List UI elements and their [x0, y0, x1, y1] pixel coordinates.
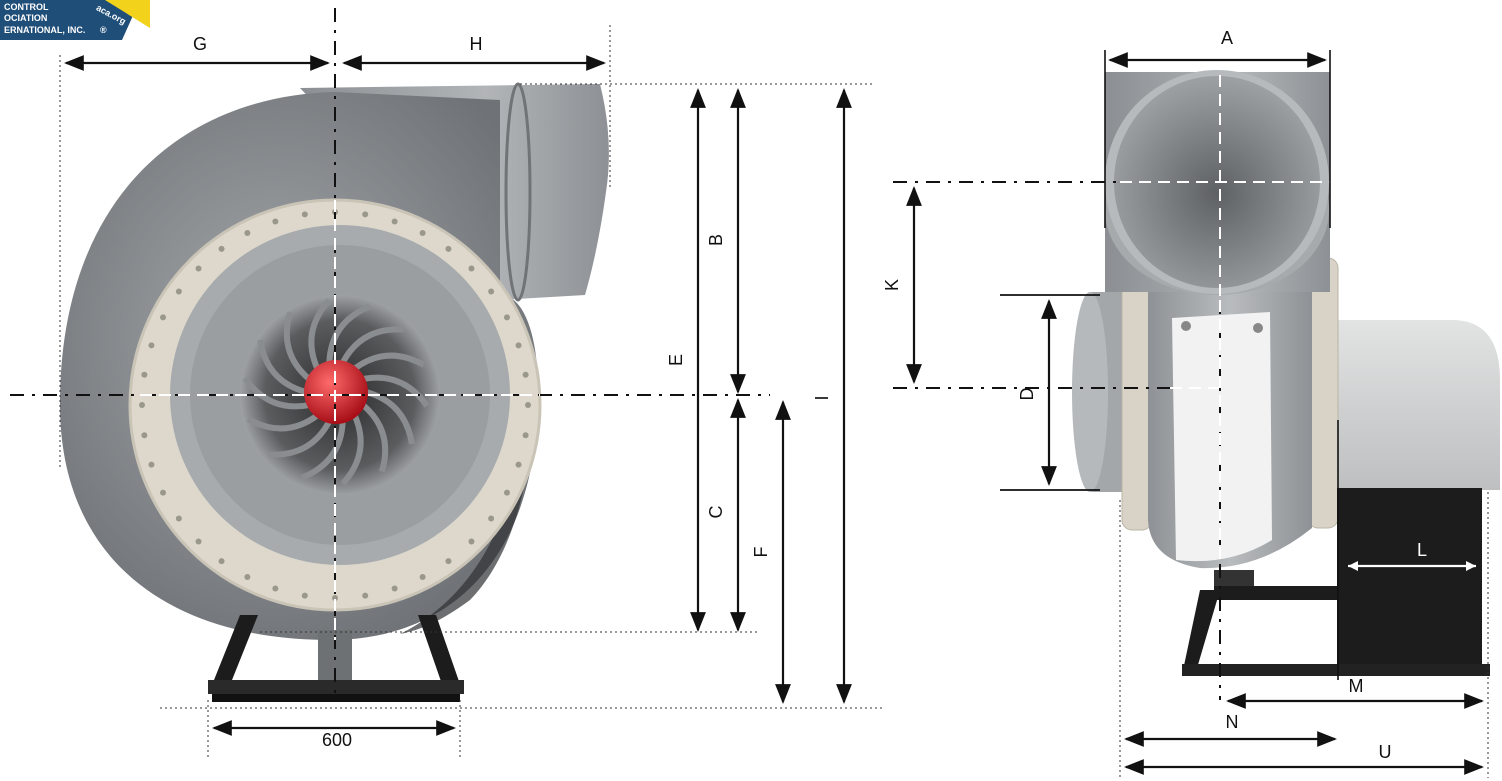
label-E: E — [666, 354, 686, 366]
logo: CONTROL OCIATION ERNATIONAL, INC. aca.or… — [0, 0, 150, 40]
logo-line2: OCIATION — [4, 13, 47, 23]
bolt — [488, 515, 495, 522]
bolt — [391, 585, 398, 592]
bolt — [148, 461, 155, 468]
logo-line1: CONTROL — [4, 2, 49, 12]
dimension-I: I — [812, 88, 852, 704]
bolt — [522, 432, 529, 439]
bolt — [468, 265, 475, 272]
bolt — [139, 402, 145, 408]
bolt — [160, 489, 167, 496]
label-L: L — [1417, 540, 1427, 560]
label-U: U — [1379, 742, 1392, 762]
dimension-B: B — [706, 88, 746, 394]
bolt — [503, 314, 510, 321]
dimension-D: D — [1017, 299, 1057, 486]
bolt — [175, 288, 182, 295]
label-C: C — [706, 506, 726, 519]
bolt — [515, 461, 522, 468]
impeller-blade — [268, 419, 332, 458]
bolt — [160, 314, 167, 321]
bolt — [522, 371, 529, 378]
impeller-blade — [246, 412, 320, 432]
bolt — [244, 230, 251, 237]
impeller-blade — [340, 326, 404, 365]
bolt — [332, 595, 338, 601]
label-B: B — [706, 234, 726, 246]
impeller-blade — [283, 311, 311, 382]
dimension-base-width: 600 — [212, 720, 456, 750]
bolt — [362, 211, 369, 218]
bolt — [488, 288, 495, 295]
bolt — [301, 211, 308, 218]
label-G: G — [193, 34, 207, 54]
dimension-A: A — [1108, 28, 1327, 68]
impeller-blade — [362, 374, 430, 408]
label-I: I — [812, 395, 832, 400]
impeller-blade — [301, 421, 346, 481]
bolt — [218, 245, 225, 252]
dimension-E: E — [666, 88, 706, 632]
bolt — [445, 245, 452, 252]
flange-bolts — [139, 209, 531, 601]
bolt — [195, 265, 202, 272]
dimension-U: U — [1124, 742, 1484, 775]
bolt — [503, 489, 510, 496]
bolt — [445, 558, 452, 565]
dimension-H: H — [342, 34, 606, 71]
dimension-N: N — [1124, 712, 1337, 747]
label-base-width: 600 — [322, 730, 352, 750]
bolt — [195, 538, 202, 545]
logo-line3: ERNATIONAL, INC. — [4, 25, 85, 35]
bolt — [218, 558, 225, 565]
bolt — [515, 342, 522, 349]
label-F: F — [751, 547, 771, 558]
dimension-G: G — [64, 34, 330, 71]
bolt — [391, 218, 398, 225]
bolt — [468, 538, 475, 545]
label-A: A — [1221, 28, 1233, 48]
dimension-K: K — [882, 186, 922, 384]
bolt — [301, 592, 308, 599]
impeller-blade — [340, 414, 364, 486]
dimension-M: M — [1226, 676, 1484, 709]
label-K: K — [882, 279, 902, 291]
bolt — [141, 432, 148, 439]
bolt — [244, 573, 251, 580]
label-N: N — [1226, 712, 1239, 732]
dimension-L: L — [1348, 540, 1476, 571]
label-H: H — [470, 34, 483, 54]
bolt — [141, 371, 148, 378]
bolt — [175, 515, 182, 522]
bolt — [419, 573, 426, 580]
bolt — [362, 592, 369, 599]
impeller-blade — [308, 298, 332, 370]
dimension-F: F — [751, 400, 791, 704]
impeller-blade — [352, 352, 426, 372]
impeller-blade — [257, 339, 307, 395]
label-D: D — [1017, 388, 1037, 401]
bolt — [272, 585, 279, 592]
bolt — [525, 402, 531, 408]
impeller-blade — [326, 303, 371, 363]
dimension-C: C — [706, 398, 746, 632]
impeller-blade — [361, 402, 389, 473]
logo-registered: ® — [100, 25, 107, 35]
bolt — [272, 218, 279, 225]
bolt — [419, 230, 426, 237]
bolt — [148, 342, 155, 349]
side-view-fan — [1072, 70, 1500, 676]
label-M: M — [1349, 676, 1364, 696]
impeller-blade — [242, 376, 310, 410]
